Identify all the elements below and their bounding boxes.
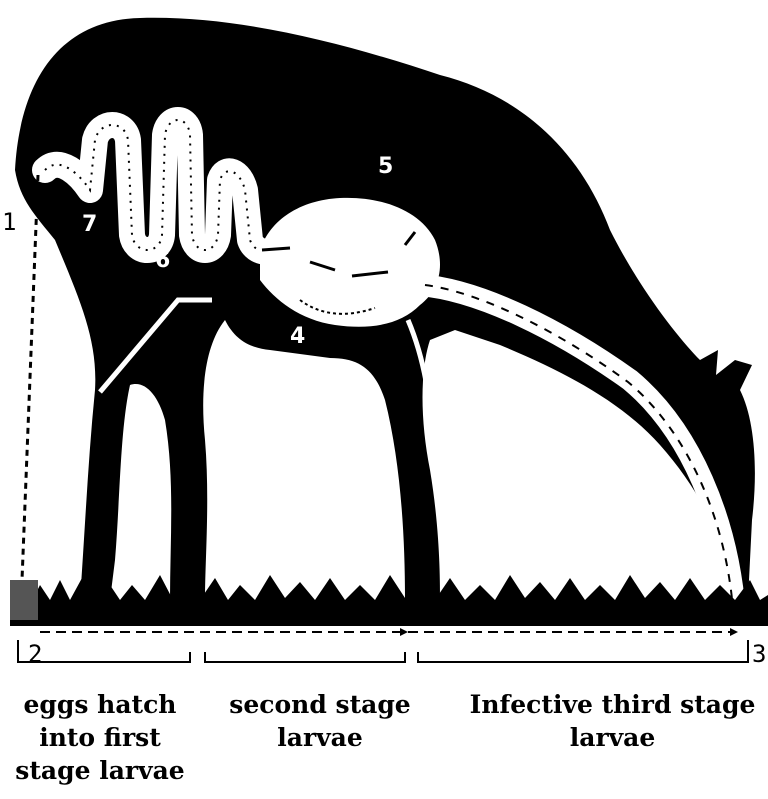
marker-7: 7 bbox=[82, 214, 97, 236]
caption-second-line-1: second stage bbox=[210, 688, 430, 721]
caption-third-line-2: larvae bbox=[460, 721, 765, 754]
caption-first-stage: eggs hatch into first stage larvae bbox=[0, 688, 200, 787]
dung-pile bbox=[10, 580, 38, 620]
grass-band bbox=[10, 575, 768, 625]
egg-drop-path bbox=[22, 175, 38, 580]
caption-third-line-1: Infective third stage bbox=[460, 688, 765, 721]
marker-5: 5 bbox=[378, 156, 393, 178]
caption-third-stage: Infective third stage larvae bbox=[460, 688, 765, 754]
ground-line bbox=[10, 620, 768, 626]
marker-6: 6 bbox=[155, 250, 170, 272]
marker-4: 4 bbox=[290, 326, 305, 348]
caption-first-line-2: into first bbox=[0, 721, 200, 754]
caption-second-stage: second stage larvae bbox=[210, 688, 430, 754]
caption-first-line-1: eggs hatch bbox=[0, 688, 200, 721]
marker-1: 1 bbox=[2, 210, 16, 234]
stage-brackets bbox=[18, 640, 748, 662]
marker-3: 3 bbox=[752, 642, 766, 666]
caption-second-line-2: larvae bbox=[210, 721, 430, 754]
caption-first-line-3: stage larvae bbox=[0, 754, 200, 787]
marker-2: 2 bbox=[28, 642, 42, 666]
esophagus-tube bbox=[420, 285, 735, 615]
